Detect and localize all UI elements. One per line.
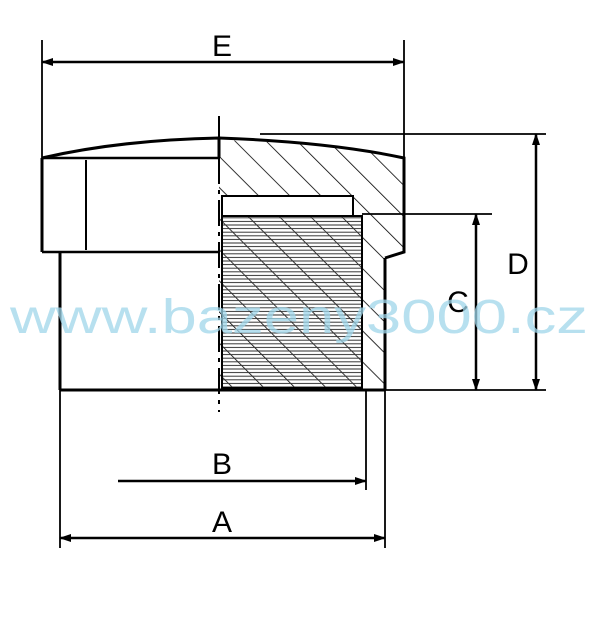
- inner-bore: [221, 195, 354, 217]
- dimension-label-D: D: [507, 248, 529, 281]
- dimension-label-A: A: [212, 506, 232, 539]
- extension-lines: [41, 40, 546, 548]
- dimension-label-C: C: [447, 286, 469, 319]
- dimension-label-E: E: [212, 30, 232, 63]
- dimension-A: A: [59, 506, 386, 542]
- dimension-label-B: B: [212, 448, 232, 481]
- dimension-B: B: [118, 448, 367, 485]
- dimension-D: D: [507, 133, 540, 391]
- watermark-text: www.bazeny3000.cz: [9, 291, 588, 344]
- cap-body: [40, 136, 406, 392]
- dimension-E: E: [41, 30, 405, 66]
- cap-head-left: [41, 136, 221, 160]
- dimension-C: C: [447, 213, 480, 391]
